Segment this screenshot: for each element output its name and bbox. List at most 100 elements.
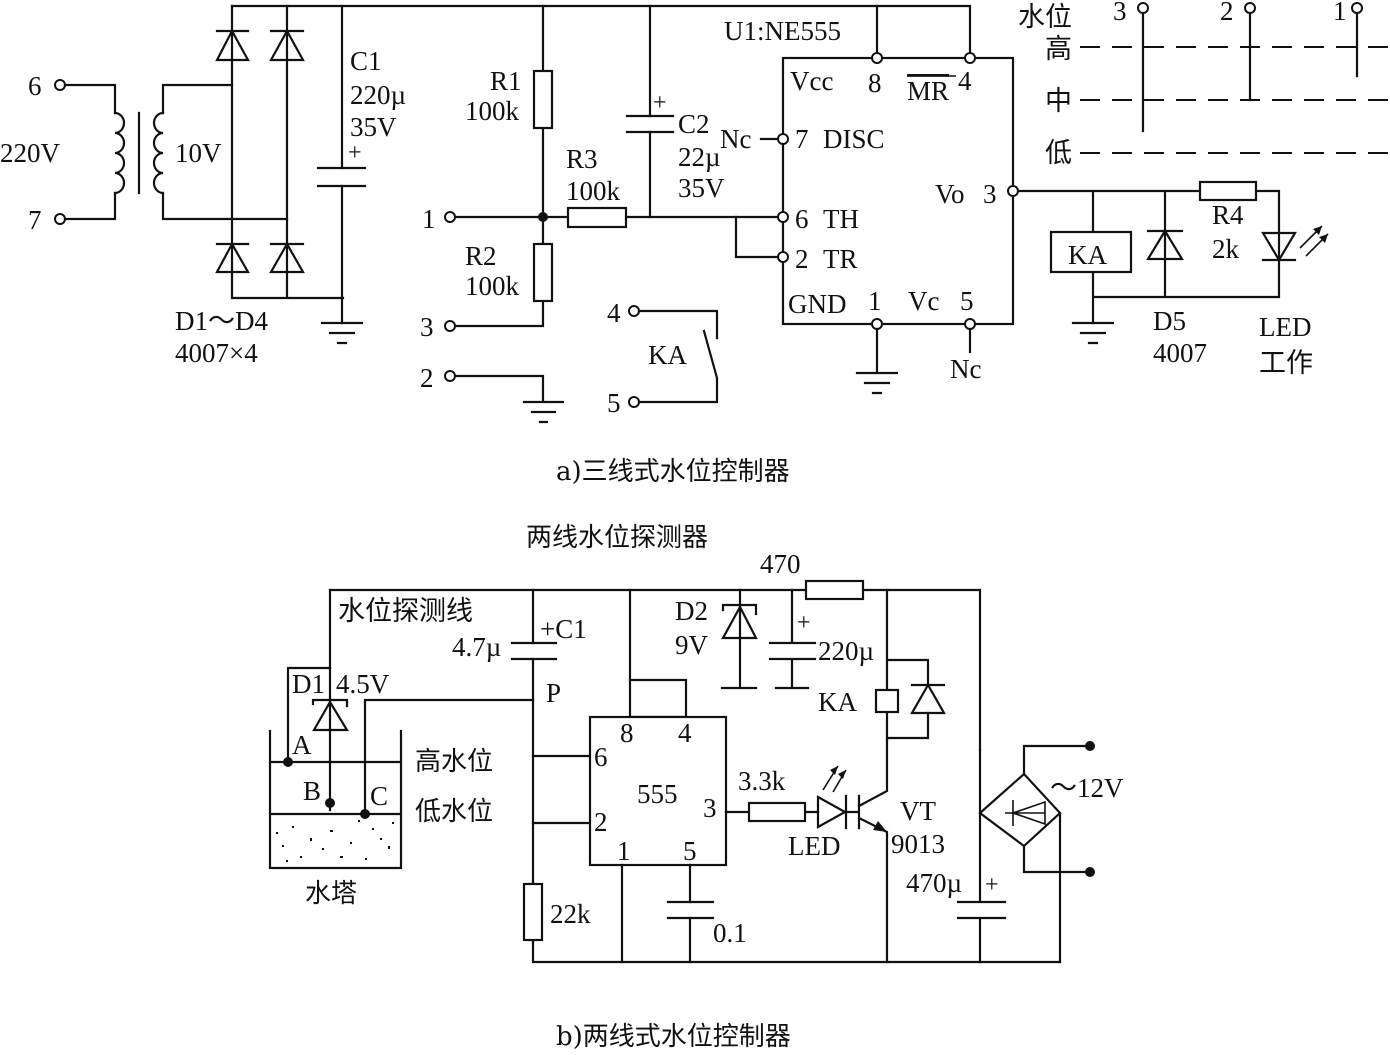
probe-3-label: 3 <box>1113 0 1127 26</box>
vt-name: VT <box>900 796 936 826</box>
flyback-diode-icon <box>910 682 946 715</box>
water-tower-label: 水塔 <box>305 879 357 909</box>
probe-2[interactable] <box>1244 2 1256 14</box>
mr-label: MR <box>907 76 949 106</box>
pin-1 <box>871 318 883 330</box>
junction-dot <box>538 212 548 222</box>
c220-polarity: + <box>797 610 811 636</box>
probe-c-dot <box>360 809 370 819</box>
c1-polarity: + <box>348 140 362 166</box>
pin-3 <box>1007 185 1019 197</box>
terminal-5-label: 5 <box>607 388 621 418</box>
ic-body <box>781 56 1015 326</box>
transformer: 6 7 220V 10V <box>0 71 289 235</box>
pin2-label: 2 <box>795 244 809 274</box>
led-b-label: LED <box>788 831 840 861</box>
terminal-2-label: 2 <box>420 363 434 393</box>
d2-name: D2 <box>675 596 708 626</box>
capacitor-c2: + C2 22µ 35V <box>625 4 725 219</box>
divider-network: R1 100k R2 100k R3 100k 1 3 2 <box>420 4 782 424</box>
probe-b-dot <box>325 798 335 808</box>
terminal-1-label: 1 <box>422 204 436 234</box>
pin-8 <box>871 52 883 64</box>
c1-name: C1 <box>350 46 382 76</box>
diode-d4-icon <box>269 241 305 274</box>
pin2-b: 2 <box>594 807 608 837</box>
pin-2 <box>777 251 789 263</box>
terminal-2[interactable] <box>444 370 456 382</box>
vt-part: 9013 <box>891 829 945 859</box>
probe-b-label: B <box>303 776 321 806</box>
terminal-1[interactable] <box>444 211 456 223</box>
tr-label: TR <box>823 244 858 274</box>
relay-contact-ka: 4 5 KA <box>607 298 719 418</box>
output-stage: KA R4 2k D5 4007 LED 工作 <box>1016 180 1329 378</box>
c220-value: 220µ <box>818 636 874 666</box>
rectifier-part: 4007×4 <box>175 338 258 368</box>
pin-6 <box>777 211 789 223</box>
terminal-3-label: 3 <box>420 312 434 342</box>
water-level-title: 水位 <box>1018 2 1072 32</box>
supply-terminal-1[interactable] <box>1085 741 1095 751</box>
vo-label: Vo <box>935 179 965 209</box>
c1b-name: +C1 <box>540 614 587 644</box>
diagram-a: 6 7 220V 10V D1～D4 4007×4 <box>0 0 1390 487</box>
vc-label: Vc <box>908 286 939 316</box>
terminal-7-label: 7 <box>28 205 42 235</box>
c01-label: 0.1 <box>713 918 747 948</box>
terminal-3[interactable] <box>444 320 456 332</box>
pin7-label: 7 <box>795 124 809 154</box>
r1-name: R1 <box>490 66 522 96</box>
c470-polarity: + <box>985 872 999 898</box>
d1-value: 4.5V <box>336 669 390 699</box>
pin3-b: 3 <box>703 793 717 823</box>
terminal-6[interactable] <box>54 79 66 91</box>
resistor-r4 <box>1198 180 1258 202</box>
r3-value: 100k <box>566 176 621 206</box>
light-arrows-icon <box>1313 226 1328 243</box>
node-p-label: P <box>546 678 561 708</box>
resistor-r3 <box>566 206 628 229</box>
c2-name: C2 <box>678 109 710 139</box>
water-fill <box>276 820 394 862</box>
vcc-label: Vcc <box>790 66 833 96</box>
terminal-4-label: 4 <box>607 298 621 328</box>
pin4-label: 4 <box>958 66 972 96</box>
ne555-ic: U1:NE555 Vcc 8 MR 4 Nc 7 DISC 6 TH 2 TR … <box>720 4 1019 395</box>
level-high: 高 <box>1045 34 1072 64</box>
probe-c-label: C <box>370 781 388 811</box>
pin8-b: 8 <box>620 718 634 748</box>
pin-4 <box>964 52 976 64</box>
pin5-b: 5 <box>683 836 697 866</box>
terminal-4[interactable] <box>628 305 640 317</box>
r3-name: R3 <box>566 144 598 174</box>
resistor-r2 <box>532 242 554 303</box>
relay-b-label: KA <box>818 687 857 717</box>
level-mid: 中 <box>1045 86 1072 116</box>
probe-line-label: 水位探测线 <box>338 596 473 626</box>
diode-d2-icon <box>269 28 305 62</box>
pin8-label: 8 <box>868 68 882 98</box>
caption-a: a)三线式水位控制器 <box>556 457 790 487</box>
low-level-label: 低水位 <box>415 797 493 827</box>
pin1-label: 1 <box>868 286 882 316</box>
probe-3[interactable] <box>1137 2 1149 14</box>
led-name: LED <box>1259 312 1311 342</box>
th-label: TH <box>823 204 859 234</box>
supply-regulator: D2 9V + 220µ 470 <box>675 549 874 690</box>
terminal-5[interactable] <box>628 396 640 408</box>
rectifier-label: D1～D4 <box>175 306 268 336</box>
primary-coil <box>113 111 126 195</box>
probe-a-label: A <box>292 730 312 760</box>
diode-d3-icon <box>215 241 250 274</box>
power-input: + 470µ ～12V <box>906 741 1124 964</box>
supply-terminal-2[interactable] <box>1085 867 1095 877</box>
bridge-rectifier: D1～D4 4007×4 <box>175 4 345 368</box>
diode-d1-icon <box>215 28 250 62</box>
resistor-470 <box>804 579 865 601</box>
probe-1[interactable] <box>1351 2 1363 14</box>
c470-value: 470µ <box>906 868 962 898</box>
d2-value: 9V <box>675 630 709 660</box>
terminal-7[interactable] <box>54 213 66 225</box>
